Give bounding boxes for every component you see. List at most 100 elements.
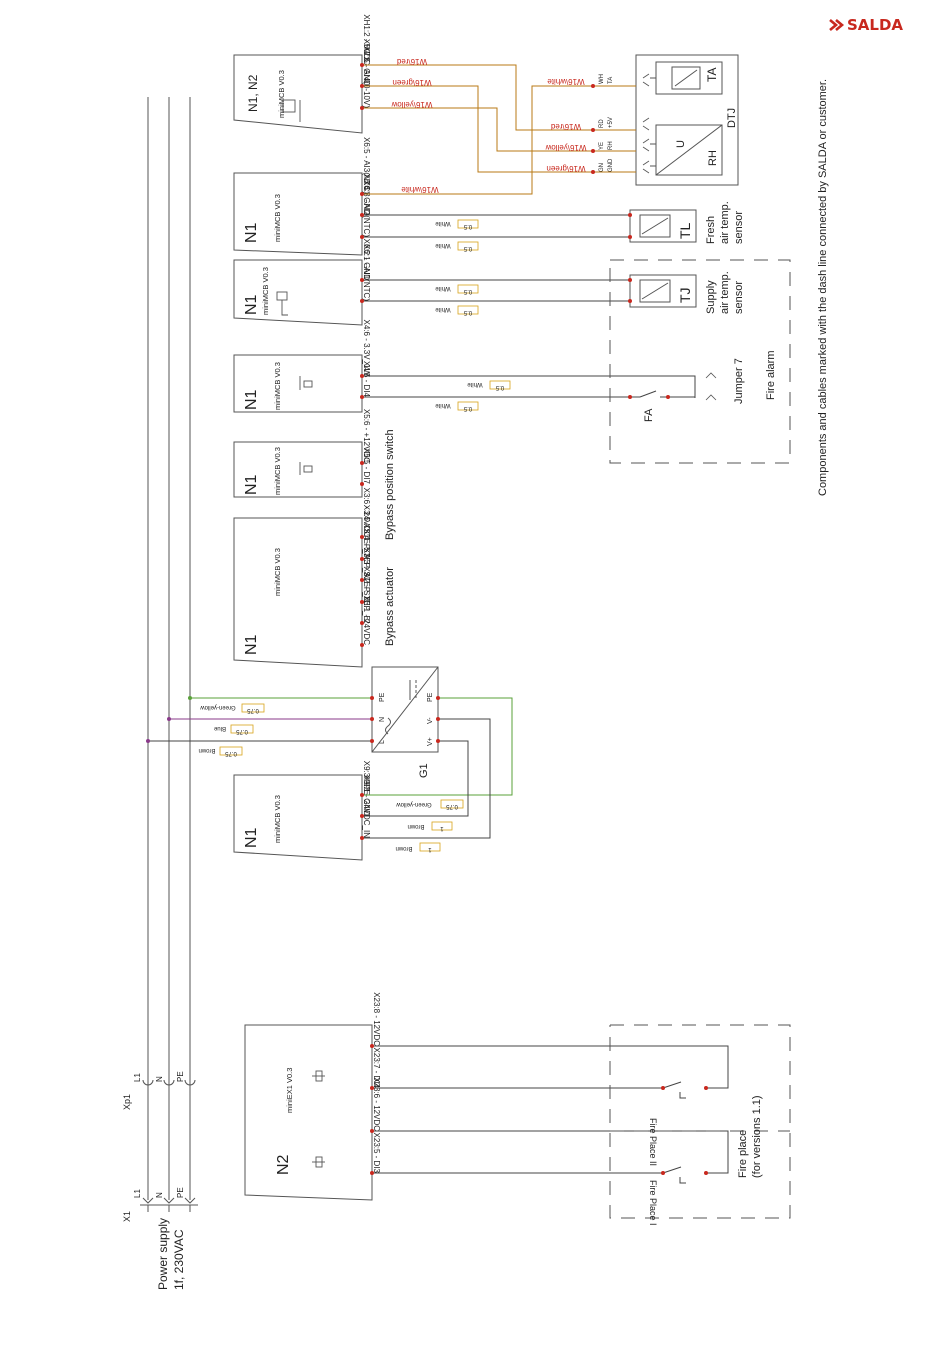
pin-x6-5: X6:5 - AI3(NTC) xyxy=(362,137,371,194)
pin-labels: XH1:2 - 5VDC XH1:1 - GND X7:5 - AI4(0-10… xyxy=(362,14,381,1173)
pin-x23-5: X23:5 - DI3 xyxy=(372,1133,381,1174)
block-n1-f-title: N1 xyxy=(243,827,260,848)
w16-green-label-b: W16\green xyxy=(546,164,585,173)
fire-place-subtitle: (for versions 1.1) xyxy=(751,1095,763,1178)
block-n1-f-model: miniMCB V0.3 xyxy=(273,795,282,843)
fire-place-2-label: Fire Place II xyxy=(648,1118,658,1166)
dtj-pin-rd: RD xyxy=(599,119,605,128)
block-n1-c-model: miniMCB V0.3 xyxy=(273,362,282,410)
x1-n-label: N xyxy=(155,1192,164,1198)
pin-x5-6: X5:6 - +12VDC xyxy=(362,409,371,463)
dtj-pin-ta: TA xyxy=(608,77,614,84)
g1-vplus-label: V+ xyxy=(427,737,434,746)
tag-blue-ac: Blue xyxy=(213,725,226,731)
tag-green-yellow-ac: Green-yellow xyxy=(200,704,236,710)
pin-x9-3: X9:3 - PE xyxy=(362,761,371,795)
g1-vminus-label: V- xyxy=(427,717,434,724)
pin-x6-1: X6:1 - AI1(NTC) xyxy=(362,244,371,301)
pin-x3-4: X3:4 - STEP_A/ xyxy=(362,524,371,581)
size-tag-5: 0.5 xyxy=(495,384,504,390)
block-n1-c-title: N1 xyxy=(243,389,260,410)
size-tag-6: 0.5 xyxy=(463,405,472,411)
tag-brown-dc-2: Brown xyxy=(395,845,412,851)
block-internal-symbols xyxy=(276,99,325,1168)
block-n1-d-model: miniMCB V0.3 xyxy=(273,447,282,495)
tj-sensor xyxy=(629,274,697,308)
pin-xh1-2: XH1:2 - 5VDC xyxy=(362,14,371,65)
salda-logo-icon xyxy=(829,19,845,31)
block-n1-a-title: N1 xyxy=(243,222,260,243)
w16-yellow-label-b: W16\yellow xyxy=(545,143,586,152)
size-tag-3: 0.5 xyxy=(463,288,472,294)
size-tag-1: 0.5 xyxy=(463,223,472,229)
tag-green-yellow-dc: Green-yellow xyxy=(396,801,432,807)
dtj-pin-ye: YE xyxy=(599,142,605,150)
supply-sensor-line3: sensor xyxy=(733,281,745,314)
dtj-rh-label: RH xyxy=(707,150,719,166)
xp1-pe-label: PE xyxy=(176,1071,185,1082)
power-plug-symbols xyxy=(140,1079,198,1206)
block-n1-b-model: miniMCB V0.3 xyxy=(261,267,270,315)
fireplace-wires xyxy=(372,1045,729,1184)
customer-box-top xyxy=(609,259,791,464)
brand-name: SALDA xyxy=(847,16,903,34)
size-tag-4: 0.5 xyxy=(463,309,472,315)
white-tag-3: White xyxy=(435,285,451,291)
w16-red-label-b: W16\red xyxy=(551,122,581,131)
dtj-pin-wh: WH xyxy=(599,74,605,84)
g1-n-label: N xyxy=(379,717,386,722)
white-tag-5: White xyxy=(467,381,483,387)
pin-x3-1: X3:1 - 24VDC xyxy=(362,596,371,646)
power-supply-title: Power supply xyxy=(156,1218,170,1290)
salda-logo: SALDA xyxy=(829,16,903,34)
pin-x3-3: X3:3 - STEP_B xyxy=(362,548,371,602)
tag-brown-dc-1: Brown xyxy=(407,823,424,829)
pin-x9-1: X9:1 - 24VDC_IN xyxy=(362,776,371,838)
tl-label: TL xyxy=(677,222,693,239)
pin-x3-2: X3:2 - STEP_B/ xyxy=(362,567,371,624)
fire-place-1-label: Fire Place I xyxy=(648,1180,658,1226)
fire-alarm-wires xyxy=(362,375,696,398)
side-note: Components and cables marked with the da… xyxy=(817,79,829,496)
block-n2-model: miniEX1 V0.3 xyxy=(285,1068,294,1113)
size-tag-2: 0.5 xyxy=(463,245,472,251)
pin-x3-5: X3:5 - STEP_A xyxy=(362,505,371,560)
white-wire-tags: White 0.5 White 0.5 White 0.5 White 0.5 … xyxy=(435,219,511,411)
dtj-pin-labels: WH TA RD +5V YE RH GN GND xyxy=(599,74,614,172)
x1-pe-label: PE xyxy=(176,1187,185,1198)
pin-xh1-1: XH1:1 - GND xyxy=(362,39,371,86)
sensor-wires xyxy=(362,214,630,302)
w16-green-label-a: W16\green xyxy=(392,78,431,87)
dtj-pin-gn: GN xyxy=(599,163,605,172)
power-rails xyxy=(147,97,191,1212)
fire-alarm-label: Fire alarm xyxy=(765,350,777,400)
pin-x23-6: X23:6 - 12VDC xyxy=(372,1077,381,1131)
g1-pe-label: PE xyxy=(379,692,386,702)
fresh-sensor-line2: air temp. xyxy=(719,201,731,244)
jumper-label: Jumper 7 xyxy=(733,358,745,404)
w16-white-label-a: W16\white xyxy=(401,185,439,194)
size-dc-2: 1 xyxy=(428,846,432,852)
g1-ac-tags: Green-yellow 0.75 Blue 0.75 Brown 0.75 xyxy=(198,703,265,756)
controller-blocks xyxy=(233,54,373,1201)
supply-sensor-line1: Supply xyxy=(705,280,717,314)
pin-x4-6: X4:6 - 3.3V_1W xyxy=(362,320,371,377)
block-n1n2-title: N1, N2 xyxy=(246,74,260,112)
pin-x3-6: X3:6 - 24VDC xyxy=(362,488,371,538)
dtj-title: DTJ xyxy=(726,108,738,128)
dtj-sensor xyxy=(635,54,739,186)
size-dc-pe: 0.75 xyxy=(446,803,458,809)
g1-pe2-label: PE xyxy=(427,692,434,702)
block-n1-d-title: N1 xyxy=(243,474,260,495)
dtj-u-label: U xyxy=(675,140,687,148)
xp1-label: Xp1 xyxy=(122,1094,132,1110)
size-ac-n: 0.75 xyxy=(236,728,248,734)
block-n1-a-model: miniMCB V0.3 xyxy=(273,194,282,242)
w16-cable xyxy=(362,64,636,195)
g1-dc-wires xyxy=(362,697,513,839)
size-ac-l: 0.75 xyxy=(225,750,237,756)
terminal-dots xyxy=(360,63,708,1175)
pin-x6-2: X6:2 - GND xyxy=(362,239,371,281)
fire-place-title: Fire place xyxy=(737,1130,749,1178)
